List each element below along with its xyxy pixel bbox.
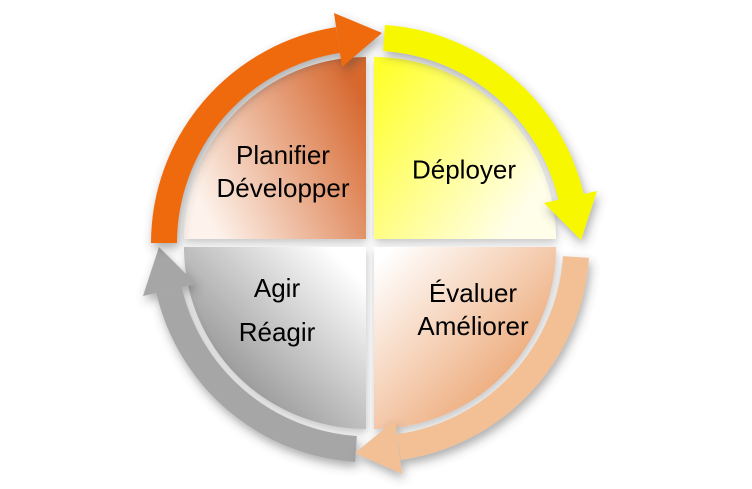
label-line-evaluer: Évaluer [428,278,518,308]
deploy-arrow [383,25,597,240]
eval-arrow [355,256,589,474]
deploy-arrow-head [544,191,597,240]
label-agir-reagir: Agir Réagir [239,266,316,354]
label-line-developper: Développer [216,173,350,203]
quadrant-eval-shape [374,247,556,429]
label-planifier-developper: Planifier Développer [217,139,350,205]
quadrant-act-shape [184,247,366,429]
eval-arrow-head [355,420,402,474]
plan-arrow-head [334,13,382,67]
plan-arrow [151,13,382,244]
eval-arrow-arc [397,256,589,460]
deploy-arrow-arc [383,25,584,201]
label-evaluer-ameliorer: Évaluer Améliorer [417,277,528,343]
label-line-agir: Agir [253,273,301,303]
label-line-reagir: Réagir [238,317,316,347]
quadrant-plan-shape [184,57,366,239]
act-arrow [143,247,357,462]
label-deployer: Déployer [412,154,516,187]
label-line-deployer: Déployer [411,154,517,185]
label-line-planifier: Planifier [236,140,330,170]
act-arrow-arc [156,286,357,462]
act-arrow-head [143,247,196,296]
plan-arrow-arc [151,27,341,244]
label-line-ameliorer: Améliorer [417,311,529,341]
quadrant-deploy-shape [374,57,556,239]
